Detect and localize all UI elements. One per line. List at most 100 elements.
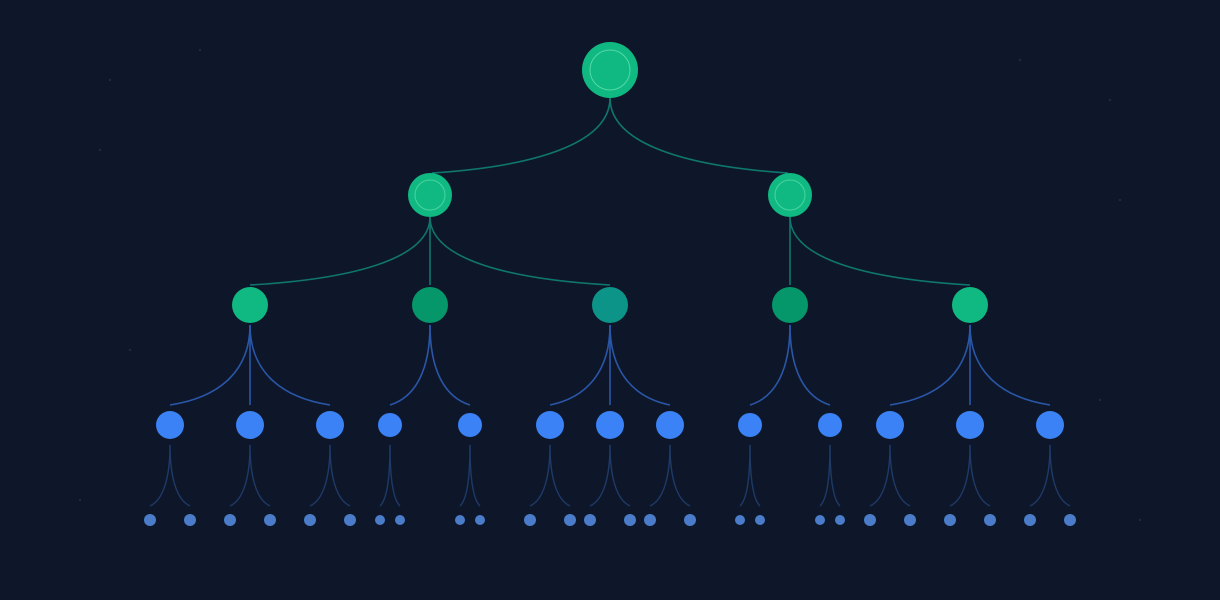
edge-item-leaf xyxy=(649,444,671,507)
leaf-node xyxy=(224,514,236,526)
star-dot xyxy=(198,48,202,52)
edge-root-branch xyxy=(609,97,789,174)
item-node-b1-2-1 xyxy=(378,413,402,437)
leaf-node xyxy=(144,514,156,526)
edge-item-leaf xyxy=(309,444,331,507)
edge-item-leaf xyxy=(889,444,911,507)
item-node-s-1 xyxy=(536,411,564,439)
leaf-node xyxy=(984,514,996,526)
edge-item-leaf xyxy=(609,444,631,507)
edge-group-item xyxy=(389,324,431,406)
star-dot xyxy=(128,348,132,352)
leaf-node xyxy=(944,514,956,526)
leaf-node xyxy=(735,515,745,525)
item-node-s-3 xyxy=(656,411,684,439)
edge-group-item xyxy=(249,324,331,406)
leaf-node xyxy=(835,515,845,525)
edge-item-leaf xyxy=(749,444,761,507)
item-node-b2-1-1 xyxy=(738,413,762,437)
leaf-node xyxy=(395,515,405,525)
branch-node xyxy=(768,173,812,217)
edge-root-branch xyxy=(431,97,611,174)
edge-item-leaf xyxy=(529,444,551,507)
background-stars xyxy=(78,48,1142,522)
edge-item-leaf xyxy=(379,444,391,507)
star-dot xyxy=(1018,58,1022,62)
leaf-node xyxy=(1064,514,1076,526)
item-node-s-2 xyxy=(596,411,624,439)
edge-group-item xyxy=(749,324,791,406)
leaf-node xyxy=(815,515,825,525)
item-node-b2-2-1 xyxy=(876,411,904,439)
edge-item-leaf xyxy=(329,444,351,507)
leaf-node xyxy=(624,514,636,526)
star-dot xyxy=(1138,518,1142,522)
branch-node-ring xyxy=(774,179,806,211)
edge-group-item xyxy=(429,324,471,406)
leaf-node xyxy=(344,514,356,526)
edge-group-item xyxy=(549,324,611,406)
edge-item-leaf xyxy=(589,444,611,507)
edge-item-leaf xyxy=(389,444,401,507)
edge-item-leaf xyxy=(249,444,271,507)
edge-item-leaf xyxy=(459,444,471,507)
edge-branch-group xyxy=(249,216,431,286)
leaf-node xyxy=(184,514,196,526)
edge-item-leaf xyxy=(229,444,251,507)
item-node-b2-1-2 xyxy=(818,413,842,437)
star-dot xyxy=(98,148,102,152)
edge-item-leaf xyxy=(469,444,481,507)
leaf-node xyxy=(264,514,276,526)
leaf-node xyxy=(755,515,765,525)
leaf-node xyxy=(584,514,596,526)
leaf-node xyxy=(475,515,485,525)
star-dot xyxy=(108,78,112,82)
item-node-b1-2-2 xyxy=(458,413,482,437)
leaf-node xyxy=(524,514,536,526)
item-node-b1-1-3 xyxy=(316,411,344,439)
leaf-node xyxy=(375,515,385,525)
edge-item-leaf xyxy=(829,444,841,507)
edge-item-leaf xyxy=(819,444,831,507)
edge-item-leaf xyxy=(169,444,191,507)
branch-node xyxy=(408,173,452,217)
leaf-node xyxy=(564,514,576,526)
edge-group-item xyxy=(609,324,671,406)
edge-group-item xyxy=(889,324,971,406)
edge-item-leaf xyxy=(1029,444,1051,507)
group-node-b1-2 xyxy=(412,287,448,323)
edge-item-leaf xyxy=(969,444,991,507)
leaf-node xyxy=(904,514,916,526)
leaf-node xyxy=(304,514,316,526)
edge-branch-group xyxy=(789,216,971,286)
item-node-b1-1-2 xyxy=(236,411,264,439)
tree-nodes xyxy=(144,42,1076,526)
root-node-ring xyxy=(589,49,631,91)
leaf-node xyxy=(1024,514,1036,526)
edge-group-item xyxy=(169,324,251,406)
item-node-b1-1-1 xyxy=(156,411,184,439)
star-dot xyxy=(1118,198,1122,202)
item-node-b2-2-3 xyxy=(1036,411,1064,439)
leaf-node xyxy=(864,514,876,526)
edge-item-leaf xyxy=(149,444,171,507)
edge-branch-group xyxy=(429,216,611,286)
branch-node-ring xyxy=(414,179,446,211)
edge-item-leaf xyxy=(549,444,571,507)
group-node-b1-1 xyxy=(232,287,268,323)
group-node-b2-1 xyxy=(772,287,808,323)
leaf-node xyxy=(455,515,465,525)
edge-group-item xyxy=(789,324,831,406)
star-dot xyxy=(1108,98,1112,102)
item-node-b2-2-2 xyxy=(956,411,984,439)
group-node-shared xyxy=(592,287,628,323)
leaf-node xyxy=(684,514,696,526)
edge-item-leaf xyxy=(1049,444,1071,507)
edge-item-leaf xyxy=(669,444,691,507)
star-dot xyxy=(78,498,82,502)
group-node-b2-2 xyxy=(952,287,988,323)
edge-item-leaf xyxy=(869,444,891,507)
star-dot xyxy=(1098,398,1102,402)
tree-edges xyxy=(149,97,1071,507)
